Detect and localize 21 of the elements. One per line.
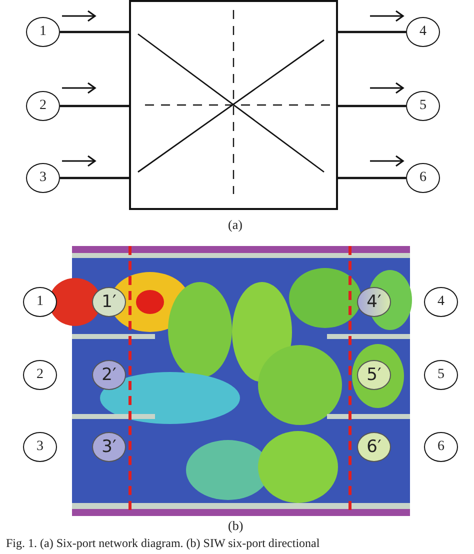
connector-line bbox=[60, 104, 129, 108]
port-circle: 1 bbox=[23, 287, 57, 317]
connector-line bbox=[60, 30, 129, 34]
port-circle: 2 bbox=[26, 91, 60, 121]
port-circle: 4 bbox=[424, 287, 458, 317]
port-circle: 3 bbox=[23, 432, 57, 462]
port-circle: 5 bbox=[424, 360, 458, 390]
port-circle: 1 bbox=[26, 17, 60, 47]
port-circle: 2 bbox=[23, 360, 57, 390]
port-circle: 6 bbox=[406, 163, 440, 193]
port-circle: 6 bbox=[424, 432, 458, 462]
figure-caption: Fig. 1. (a) Six-port network diagram. (b) SIW six-port directional bbox=[6, 536, 320, 551]
port-circle: 4 bbox=[406, 17, 440, 47]
connector-line bbox=[338, 104, 406, 108]
port-circle: 3 bbox=[26, 163, 60, 193]
connector-line bbox=[60, 176, 129, 180]
port-circle: 5 bbox=[406, 91, 440, 121]
panel-label: (b) bbox=[228, 518, 244, 534]
connector-line bbox=[338, 30, 406, 34]
panel-label: (a) bbox=[228, 217, 242, 233]
connector-line bbox=[338, 176, 406, 180]
